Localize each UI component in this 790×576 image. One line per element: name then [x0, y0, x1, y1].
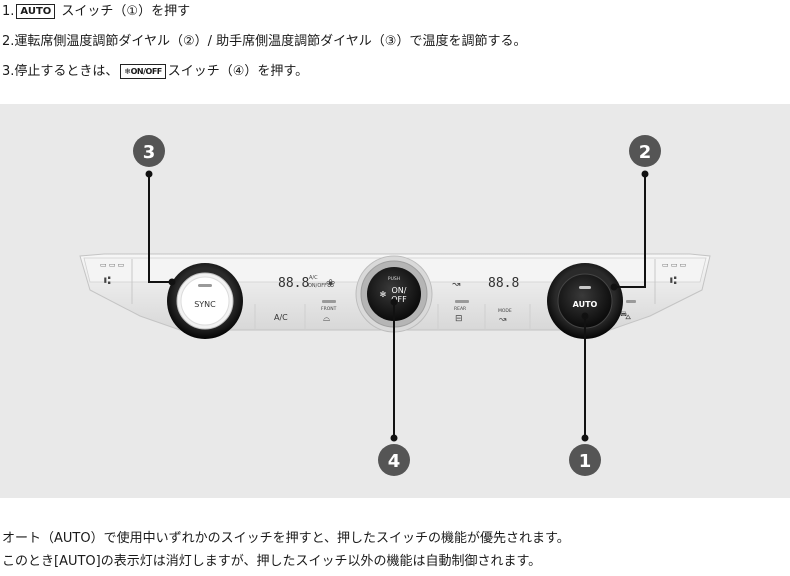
callout-2: 2: [629, 135, 661, 167]
left-onoff-indicator: ON/OFF: [308, 283, 327, 289]
auto-label: AUTO: [573, 300, 598, 309]
note-line-2: このとき[AUTO]の表示灯は消灯しますが、押したスイッチ以外の機能は自動制御さ…: [2, 554, 542, 569]
rear-defrost-icon: ⊟: [455, 314, 463, 324]
auto-key-icon: AUTO: [16, 4, 56, 19]
front-label: FRONT: [321, 306, 337, 312]
onoff-key-icon: ❄ON/OFF: [120, 64, 166, 79]
ac-button[interactable]: A/C: [274, 313, 288, 322]
climate-control-figure: ▭ ▭ ▭ ⑆ ▭ ▭ ▭ ⑆ 88.8 A/C ON/OFF ❀ ↝ 88.8…: [0, 104, 790, 498]
fan-onoff-dial[interactable]: PUSH ON/ OFF ✻: [355, 255, 433, 333]
front-defrost-icon: ⌓: [323, 314, 330, 324]
leader-lines: [145, 170, 649, 442]
callout-4: 4: [378, 444, 410, 476]
mode-airflow-icon: ↝: [498, 315, 507, 325]
svg-text:4: 4: [388, 451, 401, 472]
step-3-prefix: 3.停止するときは、: [2, 64, 119, 79]
airflow-icon: ↝: [451, 279, 460, 290]
fan-snowflake-icon: ✻: [380, 290, 387, 299]
mode-button[interactable]: MODE ↝: [498, 308, 512, 325]
climate-panel-illustration: ▭ ▭ ▭ ⑆ ▭ ▭ ▭ ⑆ 88.8 A/C ON/OFF ❀ ↝ 88.8…: [79, 135, 711, 476]
mode-label: MODE: [498, 308, 512, 314]
front-defrost-button[interactable]: FRONT ⌓: [321, 300, 337, 324]
svg-text:⑆: ⑆: [104, 274, 111, 287]
left-seat-heater-icon: ▭ ▭ ▭ ⑆: [100, 261, 124, 287]
passenger-temp-dial[interactable]: SYNC: [167, 263, 243, 339]
recirculation-button[interactable]: ⛍: [620, 300, 636, 322]
off-label: OFF: [391, 295, 407, 304]
callout-1: 1: [569, 444, 601, 476]
driver-temp-dial[interactable]: AUTO: [547, 263, 623, 339]
right-temp-display: 88.8: [488, 276, 519, 291]
step-3-text: スイッチ（④）を押す。: [167, 64, 309, 79]
left-temp-display: 88.8: [278, 276, 309, 291]
push-label: PUSH: [388, 276, 400, 282]
sync-label: SYNC: [194, 300, 216, 309]
car-recirculation-icon: ⛍: [620, 309, 631, 322]
svg-text:2: 2: [639, 142, 652, 163]
note-line-1: オート（AUTO）で使用中いずれかのスイッチを押すと、押したスイッチの機能が優先…: [2, 531, 570, 546]
step-2-text: 2.運転席側温度調節ダイヤル（②）/ 助手席側温度調節ダイヤル（③）で温度を調節…: [2, 34, 527, 49]
rear-label: REAR: [454, 306, 466, 312]
svg-text:▭ ▭ ▭: ▭ ▭ ▭: [662, 261, 686, 269]
left-ac-indicator: A/C: [309, 275, 318, 281]
step-2: 2.運転席側温度調節ダイヤル（②）/ 助手席側温度調節ダイヤル（③）で温度を調節…: [2, 33, 526, 51]
svg-text:▭ ▭ ▭: ▭ ▭ ▭: [100, 261, 124, 269]
svg-text:1: 1: [579, 451, 592, 472]
right-seat-heater-icon: ▭ ▭ ▭ ⑆: [662, 261, 686, 287]
fan-icon: ❀: [326, 277, 335, 290]
on-label: ON/: [392, 286, 407, 295]
step-1-number: 1.: [2, 4, 15, 19]
svg-text:3: 3: [143, 142, 156, 163]
svg-text:⑆: ⑆: [670, 274, 677, 287]
rear-defrost-button[interactable]: REAR ⊟: [454, 300, 469, 324]
step-1: 1.AUTO スイッチ（①）を押す: [2, 3, 190, 21]
step-1-text: スイッチ（①）を押す: [57, 4, 191, 19]
callout-3: 3: [133, 135, 165, 167]
